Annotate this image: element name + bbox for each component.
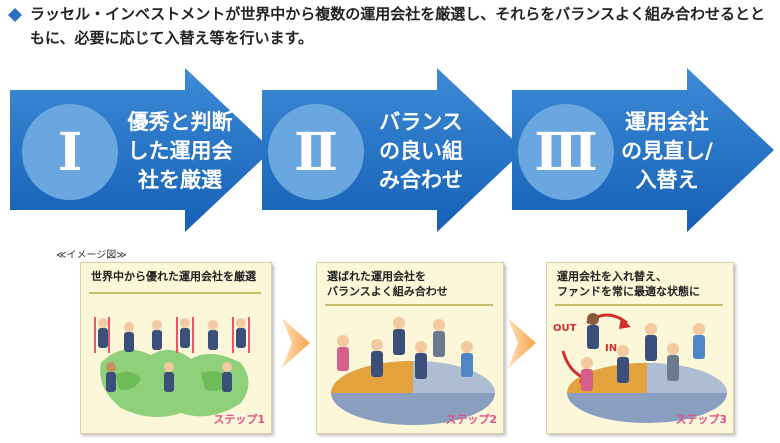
swap-people-illustration	[555, 304, 727, 423]
step-1-caption: 世界中から優れた運用会社を厳選	[91, 270, 256, 283]
step-3-panel: 運用会社を入れ替え、 ファンドを常に最適な状態に OUT IN ステップ3	[546, 262, 734, 434]
connector-arrow-icon	[282, 318, 310, 368]
step-3-label: 運用会社 の見直し/ 入替え	[621, 110, 713, 192]
step-3-numeral: Ⅲ	[518, 104, 614, 200]
step-2-panel: 選ばれた運用会社を バランスよく組み合わせ ステップ2	[316, 262, 504, 434]
header-text: ラッセル・インベストメントが世界中から複数の運用会社を厳選し、それらをバランスよ…	[30, 5, 766, 47]
step-1-tag: ステップ1	[213, 413, 265, 426]
diamond-bullet-icon	[8, 8, 22, 22]
step-2-tag: ステップ2	[445, 413, 497, 426]
step-1-panel: 世界中から優れた運用会社を厳選 ステップ1	[80, 262, 272, 434]
image-label: ≪イメージ図≫	[56, 250, 127, 261]
world-map-illustration	[89, 292, 261, 417]
step-2-caption: 選ばれた運用会社を バランスよく組み合わせ	[327, 270, 448, 298]
step-1-numeral: Ⅰ	[22, 104, 118, 200]
connector-arrow-icon	[508, 318, 536, 368]
step-3-tag: ステップ3	[675, 413, 727, 426]
step-2-numeral: Ⅱ	[268, 104, 364, 200]
step-1-label: 優秀と判断 した運用会 社を厳選	[127, 110, 233, 192]
in-label: IN	[605, 343, 618, 354]
step-3-caption: 運用会社を入れ替え、 ファンドを常に最適な状態に	[557, 270, 700, 298]
out-label: OUT	[553, 323, 577, 334]
pie-people-illustration	[325, 304, 495, 425]
step-2-label: バランス の良い組 み合わせ	[379, 110, 463, 192]
